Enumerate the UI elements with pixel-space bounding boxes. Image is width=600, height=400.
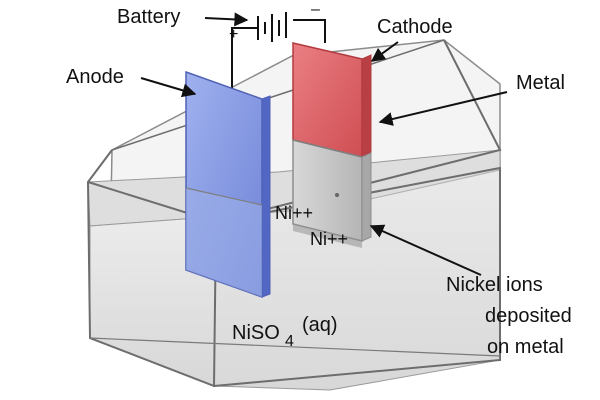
battery-minus-sign: –	[311, 1, 320, 18]
solution-subscript: 4	[285, 333, 294, 350]
cathode-plate-side-top	[361, 54, 372, 158]
label-metal: Metal	[516, 72, 565, 94]
tank-back-edge	[111, 39, 445, 151]
cathode-plate	[292, 42, 372, 248]
ion-label-2: Ni++	[310, 229, 348, 249]
metal-submerged-side	[361, 152, 372, 242]
labels: Battery Cathode Anode Metal Nickel ions …	[66, 6, 572, 358]
battery-wires: + –	[229, 1, 326, 94]
battery-plus-sign: +	[229, 26, 238, 43]
label-nickel-line-2: deposited	[485, 305, 572, 327]
label-nickel-line-3: on metal	[487, 336, 564, 358]
cathode-plate-top	[292, 42, 363, 158]
metal-lower-shadow	[293, 224, 362, 248]
tank-front-face	[212, 166, 501, 388]
label-anode: Anode	[66, 66, 124, 88]
anode-plate-side	[261, 95, 271, 298]
waterline-cathode	[292, 139, 363, 158]
nickel-arrow	[369, 224, 482, 276]
solution-state-text: (aq)	[302, 314, 338, 336]
anode-arrow	[140, 77, 197, 98]
battery-arrow	[204, 12, 249, 27]
ion-label-1: Ni++	[275, 203, 313, 223]
label-nickel-line-1: Nickel ions	[446, 274, 543, 296]
solution-label: NiSO 4 (aq)	[232, 314, 338, 350]
label-cathode: Cathode	[377, 16, 453, 38]
tank-left-edge	[86, 149, 215, 387]
metal-submerged-face	[292, 139, 363, 242]
anode-submerged	[186, 188, 262, 297]
tank-bottom-edge	[89, 337, 501, 357]
cathode-arrow	[370, 41, 399, 62]
cathode-wire	[293, 19, 326, 43]
waterline-anode	[185, 187, 263, 206]
anode-plate	[185, 70, 271, 299]
metal-arrow	[378, 91, 508, 126]
waterline	[185, 139, 363, 206]
ion-dot	[335, 193, 339, 197]
label-battery: Battery	[117, 6, 180, 28]
solution-main-text: NiSO	[232, 322, 280, 344]
anode-wire	[231, 27, 258, 94]
